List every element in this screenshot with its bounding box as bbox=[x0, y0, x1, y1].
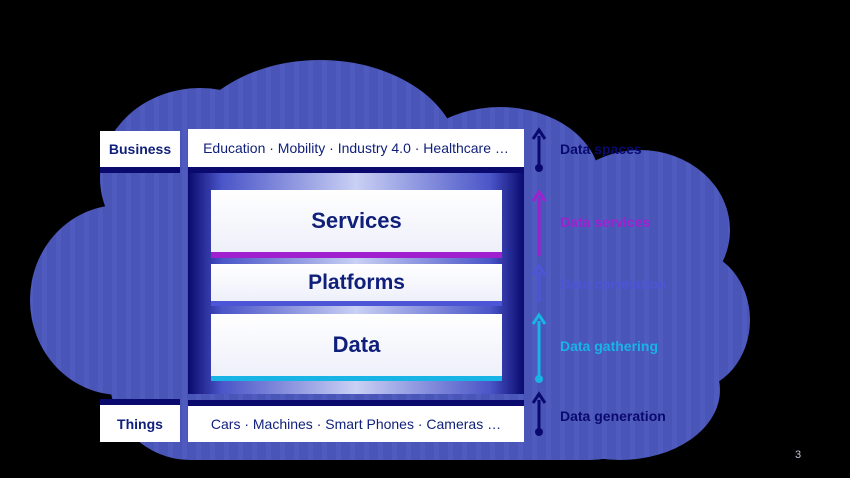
platforms-layer: Platforms bbox=[211, 264, 502, 306]
business-domains-bar: Education · Mobility · Industry 4.0 · He… bbox=[188, 129, 524, 173]
things-devices-bar: Cars · Machines · Smart Phones · Cameras… bbox=[188, 400, 524, 442]
page-number: 3 bbox=[795, 449, 802, 461]
data-layer: Data bbox=[211, 314, 502, 381]
business-label: Business bbox=[100, 131, 180, 173]
right-label-data-generation: Data generation bbox=[560, 408, 666, 424]
services-layer: Services bbox=[211, 190, 502, 258]
right-label-data-gathering: Data gathering bbox=[560, 338, 659, 354]
things-label: Things bbox=[100, 399, 180, 442]
right-label-data-services: Data services bbox=[560, 214, 651, 230]
right-label-data-correlation: Data correlation bbox=[560, 276, 667, 292]
right-label-data-spaces: Data spaces bbox=[560, 141, 642, 157]
